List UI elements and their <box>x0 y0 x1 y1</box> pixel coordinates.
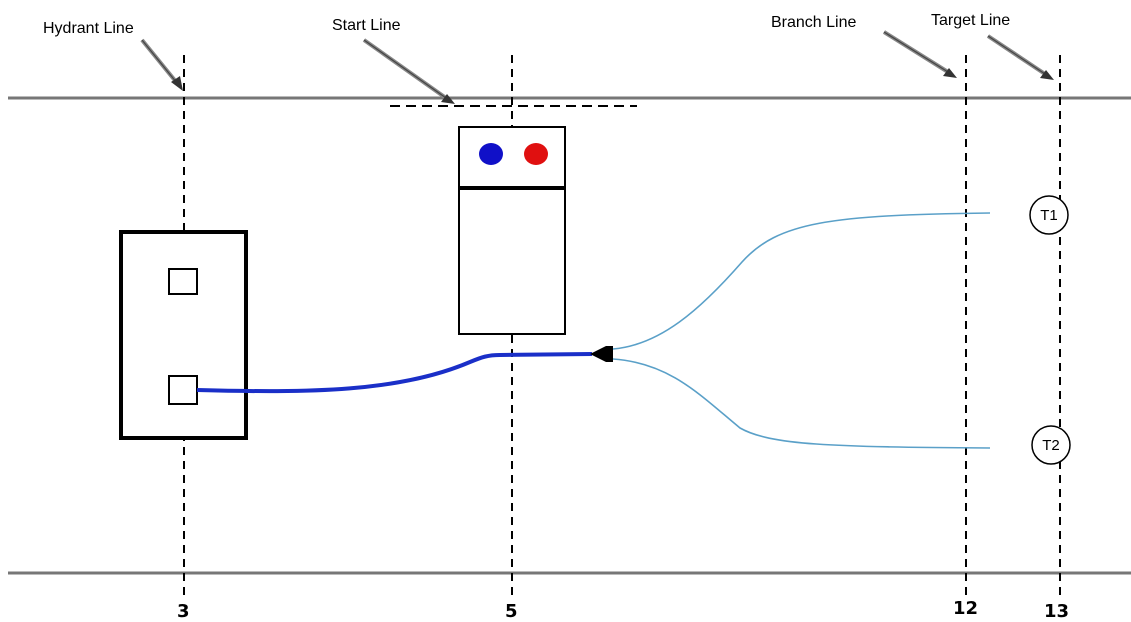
hydrant-outlet-lower <box>168 375 198 405</box>
start-line-label: Start Line <box>332 17 401 34</box>
target-position-number: 13 <box>1044 601 1069 622</box>
target-line-label: Target Line <box>931 12 1010 29</box>
branch-position-number: 12 <box>953 598 978 619</box>
target-line-pointer <box>986 34 1054 80</box>
dividing-breeching-icon <box>590 346 613 362</box>
hydrant-line-pointer <box>140 38 183 91</box>
fire-engine <box>458 126 566 335</box>
target-t2: T2 <box>1031 425 1071 465</box>
hydrant-outlet-upper <box>168 268 198 295</box>
hydrant-line-label: Hydrant Line <box>43 20 134 37</box>
target-t1-label: T1 <box>1040 207 1058 224</box>
start-line-pointer <box>362 38 455 104</box>
hydrant-box <box>119 230 248 440</box>
target-t1: T1 <box>1029 195 1069 235</box>
target-t2-label: T2 <box>1042 437 1060 454</box>
attack-hose-lower <box>612 358 991 449</box>
branch-line-label: Branch Line <box>771 14 856 31</box>
hydrant-position-number: 3 <box>177 601 190 622</box>
branch-line-pointer <box>882 30 957 78</box>
supply-hose <box>196 352 593 394</box>
blue-light-icon <box>479 143 503 165</box>
red-light-icon <box>524 143 548 165</box>
start-position-number: 5 <box>505 601 518 622</box>
fire-engine-body <box>458 126 566 335</box>
attack-hose-upper <box>612 212 991 350</box>
